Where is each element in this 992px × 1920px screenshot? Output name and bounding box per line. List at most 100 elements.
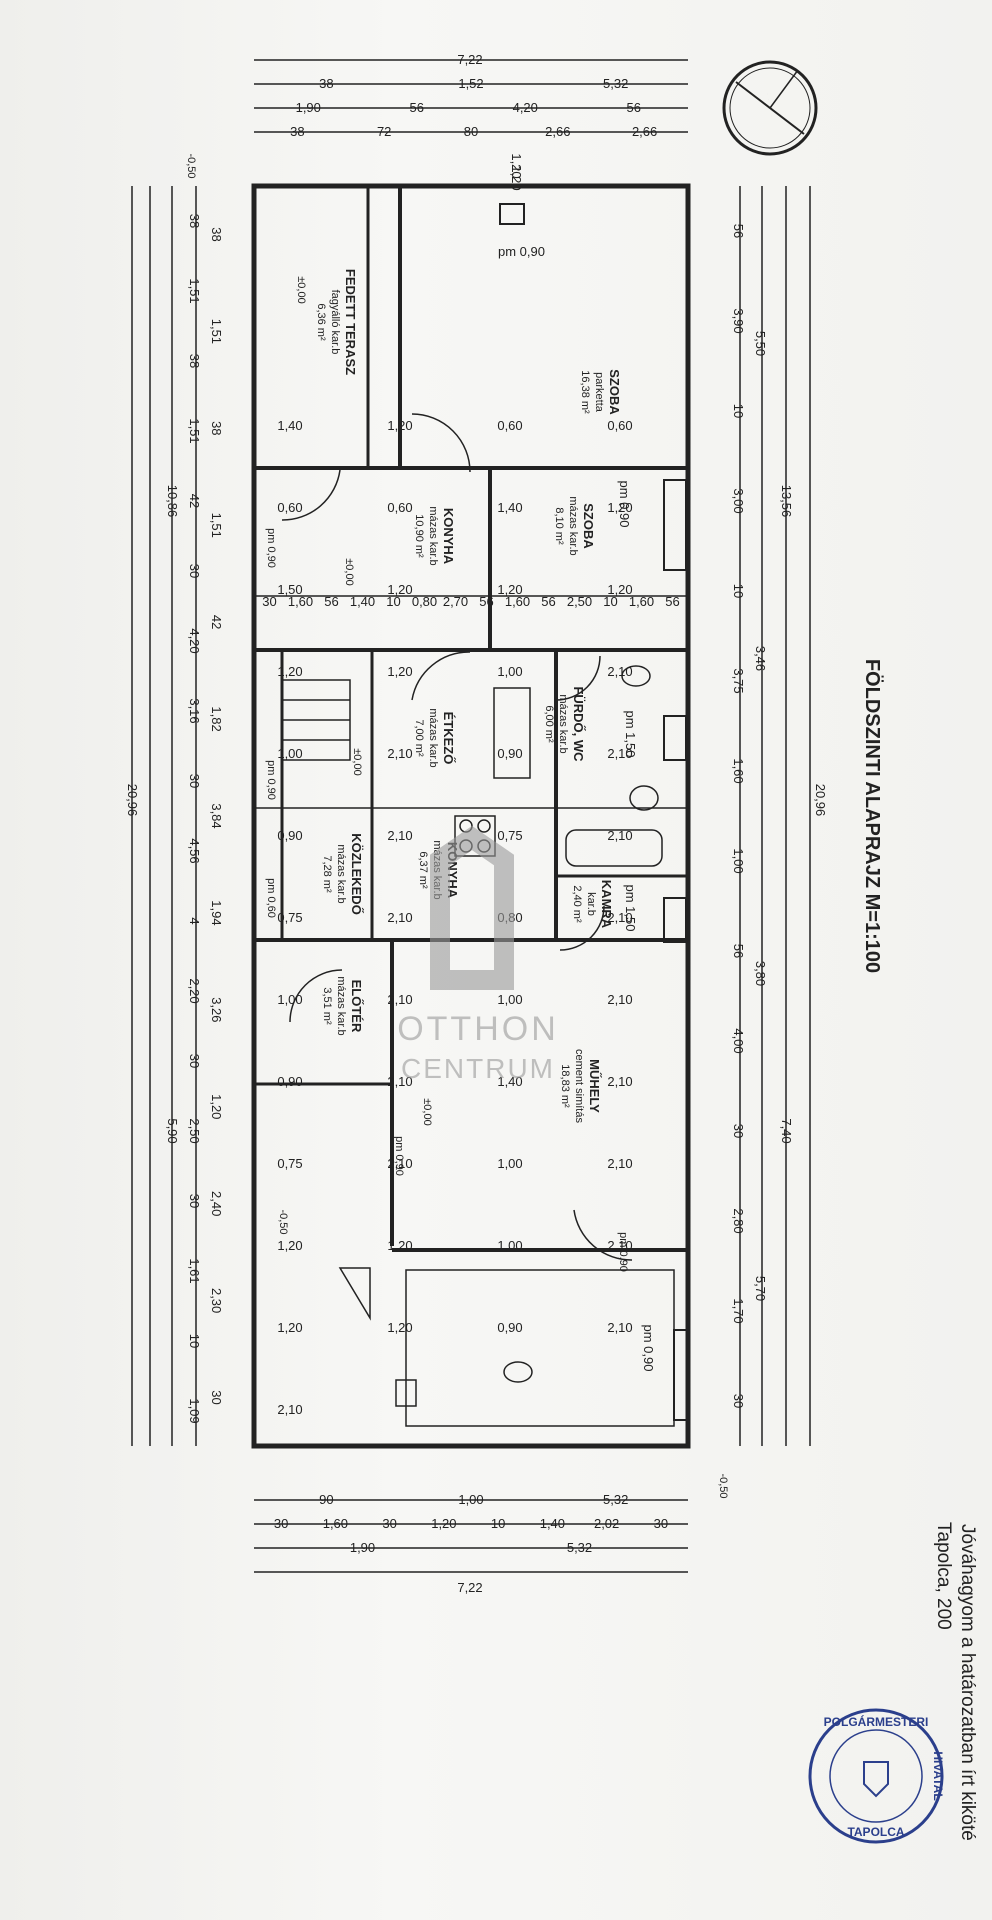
sink-icon <box>503 1361 533 1383</box>
dimension-label: 3,75 <box>731 668 746 693</box>
dimension-label: 1,60 <box>629 594 654 609</box>
room-floor: mázas kar.b <box>335 844 347 903</box>
dimension-label: 2,30 <box>209 1288 224 1313</box>
dimension-label: 10 <box>491 1516 505 1531</box>
dimension-label: 1,94 <box>209 900 224 925</box>
dimension-label: 1,09 <box>187 1398 202 1423</box>
level-marker: pm 0,60 <box>265 878 277 918</box>
approval-text: Jóváhagyom a határozatban írt kiköté <box>957 1524 978 1841</box>
room-area: 7,00 m² <box>413 719 425 757</box>
room-label: FÜRDŐ, WC <box>571 686 586 762</box>
dimension-label: 7,22 <box>457 52 482 67</box>
dimension-label: 1,20 <box>387 1320 412 1335</box>
dimension-label: 56 <box>627 100 641 115</box>
room-floor: mázas kar.b <box>335 976 347 1035</box>
dimension-label: 0,60 <box>277 500 302 515</box>
dimension-label: 3,80 <box>753 961 768 986</box>
dimension-label: 1,00 <box>497 1156 522 1171</box>
dimension-label: 30 <box>187 1054 202 1068</box>
dimension-label: 5,32 <box>603 76 628 91</box>
dimension-label: 1,20 <box>607 500 632 515</box>
dimension-label: 2,02 <box>594 1516 619 1531</box>
level-marker: pm 0,90 <box>265 528 277 568</box>
dimension-label: 3,46 <box>753 646 768 671</box>
dimension-label: 38 <box>187 354 202 368</box>
room-label: SZOBA <box>581 503 596 549</box>
dimension-label: 1,20 <box>509 153 524 178</box>
dimension-label: 0,90 <box>277 828 302 843</box>
dimension-label: 0,75 <box>277 1156 302 1171</box>
dimension-label: 1,20 <box>277 1320 302 1335</box>
dimension-label: 30 <box>382 1516 396 1531</box>
dimension-label: 0,90 <box>497 746 522 761</box>
dimension-label: 2,10 <box>387 746 412 761</box>
dimension-label: 1,90 <box>296 100 321 115</box>
room-floor: mázas kar.b <box>567 496 579 555</box>
dimension-label: 3,84 <box>209 803 224 828</box>
dimension-label: 3,26 <box>209 997 224 1022</box>
dimension-label: 2,80 <box>731 1208 746 1233</box>
dimension-label: 10 <box>731 584 746 598</box>
dimension-label: 13,56 <box>779 485 794 518</box>
dimension-label: 2,10 <box>607 1320 632 1335</box>
dimension-label: 10 <box>731 404 746 418</box>
dimension-label: 1,00 <box>277 746 302 761</box>
dimension-label: 1,20 <box>431 1516 456 1531</box>
level-marker: pm 0,90 <box>498 244 545 259</box>
dimension-label: 56 <box>324 594 338 609</box>
dimension-label: 1,82 <box>209 706 224 731</box>
room-label: ÉTKEZŐ <box>441 712 456 765</box>
dimension-label: 56 <box>731 224 746 238</box>
dimension-label: 5,32 <box>567 1540 592 1555</box>
dimension-label: 2,10 <box>387 992 412 1007</box>
dimension-label: 10 <box>187 1334 202 1348</box>
dimension-label: 3,90 <box>731 308 746 333</box>
level-marker: pm 1,50 <box>623 885 638 932</box>
dimension-label: 1,90 <box>350 1540 375 1555</box>
dimension-label: 2,10 <box>277 1402 302 1417</box>
dimension-label: 56 <box>410 100 424 115</box>
dimension-label: 1,40 <box>350 594 375 609</box>
room-area: 6,36 m² <box>315 303 327 341</box>
dimension-label: 1,51 <box>209 513 224 538</box>
dimension-label: 7,22 <box>457 1580 482 1595</box>
dimension-label: 0,75 <box>497 828 522 843</box>
dimension-label: 5,50 <box>753 331 768 356</box>
dimension-label: 1,20 <box>277 664 302 679</box>
dimension-label: 1,40 <box>497 500 522 515</box>
dimension-label: 4,00 <box>731 1028 746 1053</box>
dimension-label: 2,10 <box>607 1074 632 1089</box>
dimension-label: 1,20 <box>387 664 412 679</box>
dimension-label: 2,10 <box>387 910 412 925</box>
dimension-label: 1,40 <box>277 418 302 433</box>
dimension-label: 2,10 <box>607 992 632 1007</box>
watermark-line: CENTRUM <box>401 1053 555 1084</box>
spot-level: -0,50 <box>185 153 197 178</box>
stamp-text: TAPOLCA <box>847 1825 904 1839</box>
level-marker: pm 0,90 <box>265 760 277 800</box>
dimension-label: 0,90 <box>277 1074 302 1089</box>
dimension-label: 1,60 <box>323 1516 348 1531</box>
dimension-label: 0,80 <box>412 594 437 609</box>
dimension-label: 1,20 <box>497 582 522 597</box>
dimension-label: 1,00 <box>458 1492 483 1507</box>
dimension-label: 2,10 <box>387 1156 412 1171</box>
approval-text: Tapolca, 200 <box>933 1522 954 1630</box>
dimension-label: 1,00 <box>277 992 302 1007</box>
level-marker: pm 1,50 <box>623 711 638 758</box>
level-marker: pm 0,90 <box>641 1325 656 1372</box>
dimension-label: 30 <box>187 1194 202 1208</box>
spot-level: ±0,00 <box>351 748 363 775</box>
plan-labels: FÖLDSZINTI ALAPRAJZ M=1:100 FEDETT TERAS… <box>125 52 884 1595</box>
dining-table <box>493 687 531 779</box>
dimension-label: 1,51 <box>187 418 202 443</box>
room-area: 8,10 m² <box>553 507 565 545</box>
dimension-lines <box>131 59 811 1573</box>
dimension-label: 5,70 <box>753 1276 768 1301</box>
toilet-icon <box>395 1379 417 1407</box>
room-area: 7,28 m² <box>321 855 333 893</box>
dimension-label: 2,10 <box>607 828 632 843</box>
dimension-label: 30 <box>209 1390 224 1404</box>
